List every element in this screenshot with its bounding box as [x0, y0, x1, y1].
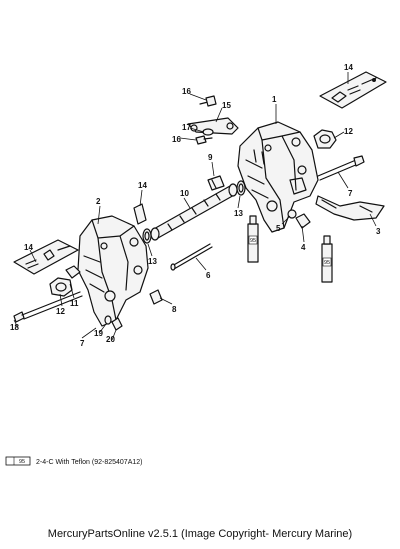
callout-14-clip: 14: [138, 181, 147, 190]
callout-12-right: 12: [344, 127, 353, 136]
callout-6: 6: [206, 271, 211, 280]
legend-text: 2-4-C With Teflon (92-825407A12): [36, 459, 142, 466]
callout-numbers: 1 2 3 4 5 6 7 7 8 9 10 11 12 12 13 13 14…: [10, 63, 381, 348]
copyright-footer: MercuryPartsOnline v2.5.1 (Image Copyrig…: [47, 528, 353, 540]
clip-14: [133, 203, 147, 225]
left-clamp-bracket: [77, 215, 149, 327]
hardware-kit-left: [13, 239, 79, 275]
callout-13-left: 13: [148, 257, 157, 266]
callout-14-top: 14: [344, 63, 353, 72]
callout-7-left: 7: [80, 339, 85, 348]
washer-13-right: [236, 180, 246, 196]
lubricant-tube-right: 95: [321, 235, 333, 283]
callout-15: 15: [222, 101, 231, 110]
callout-12-left: 12: [56, 307, 65, 316]
tube-badge-center: 95: [250, 238, 256, 244]
tilt-lever-3: [315, 195, 385, 221]
screw-lower: [195, 135, 213, 145]
screw-upper: [199, 95, 217, 107]
leader-lines: [13, 72, 377, 341]
tilt-tube-10: [150, 183, 238, 241]
callout-17: 17: [182, 123, 191, 132]
lubricant-tube-center: 95: [247, 215, 259, 263]
callout-14-left: 14: [24, 243, 33, 252]
callout-1: 1: [272, 95, 277, 104]
legend-badge: 95: [19, 459, 25, 465]
washer-19: [104, 315, 112, 325]
bolt-18: [13, 291, 83, 323]
callout-8: 8: [172, 305, 177, 314]
callout-18: 18: [10, 323, 19, 332]
tube-badge-right: 95: [324, 260, 330, 266]
clip-8: [149, 289, 163, 305]
rod-6: [170, 243, 213, 271]
bolt-7-right: [317, 155, 365, 181]
callout-2: 2: [96, 197, 101, 206]
callout-11: 11: [70, 299, 79, 308]
locknut-left: [49, 277, 73, 297]
callout-9: 9: [208, 153, 213, 162]
nut-11: [65, 265, 81, 279]
callout-5: 5: [276, 224, 281, 233]
nut-20: [111, 317, 123, 331]
callout-4: 4: [301, 243, 306, 252]
washer-17: [202, 128, 214, 136]
tilt-lock-lever: [187, 117, 239, 135]
bushing-9: [207, 175, 225, 191]
hardware-kit-right: [319, 71, 387, 109]
legend-badge-box: [5, 456, 31, 466]
callout-16-top: 16: [182, 87, 191, 96]
callout-3: 3: [376, 227, 381, 236]
locknut-right: [313, 129, 337, 149]
right-clamp-bracket: [237, 121, 319, 233]
nut-4: [295, 213, 311, 229]
callout-16-bottom: 16: [172, 135, 181, 144]
lubricant-legend: 95 2-4-C With Teflon (92-825407A12): [5, 456, 142, 466]
washer-13-left: [142, 228, 152, 244]
callout-7-right: 7: [348, 189, 353, 198]
callout-13-right: 13: [234, 209, 243, 218]
callout-19: 19: [94, 329, 103, 338]
callout-20: 20: [106, 335, 115, 344]
callout-10: 10: [180, 189, 189, 198]
